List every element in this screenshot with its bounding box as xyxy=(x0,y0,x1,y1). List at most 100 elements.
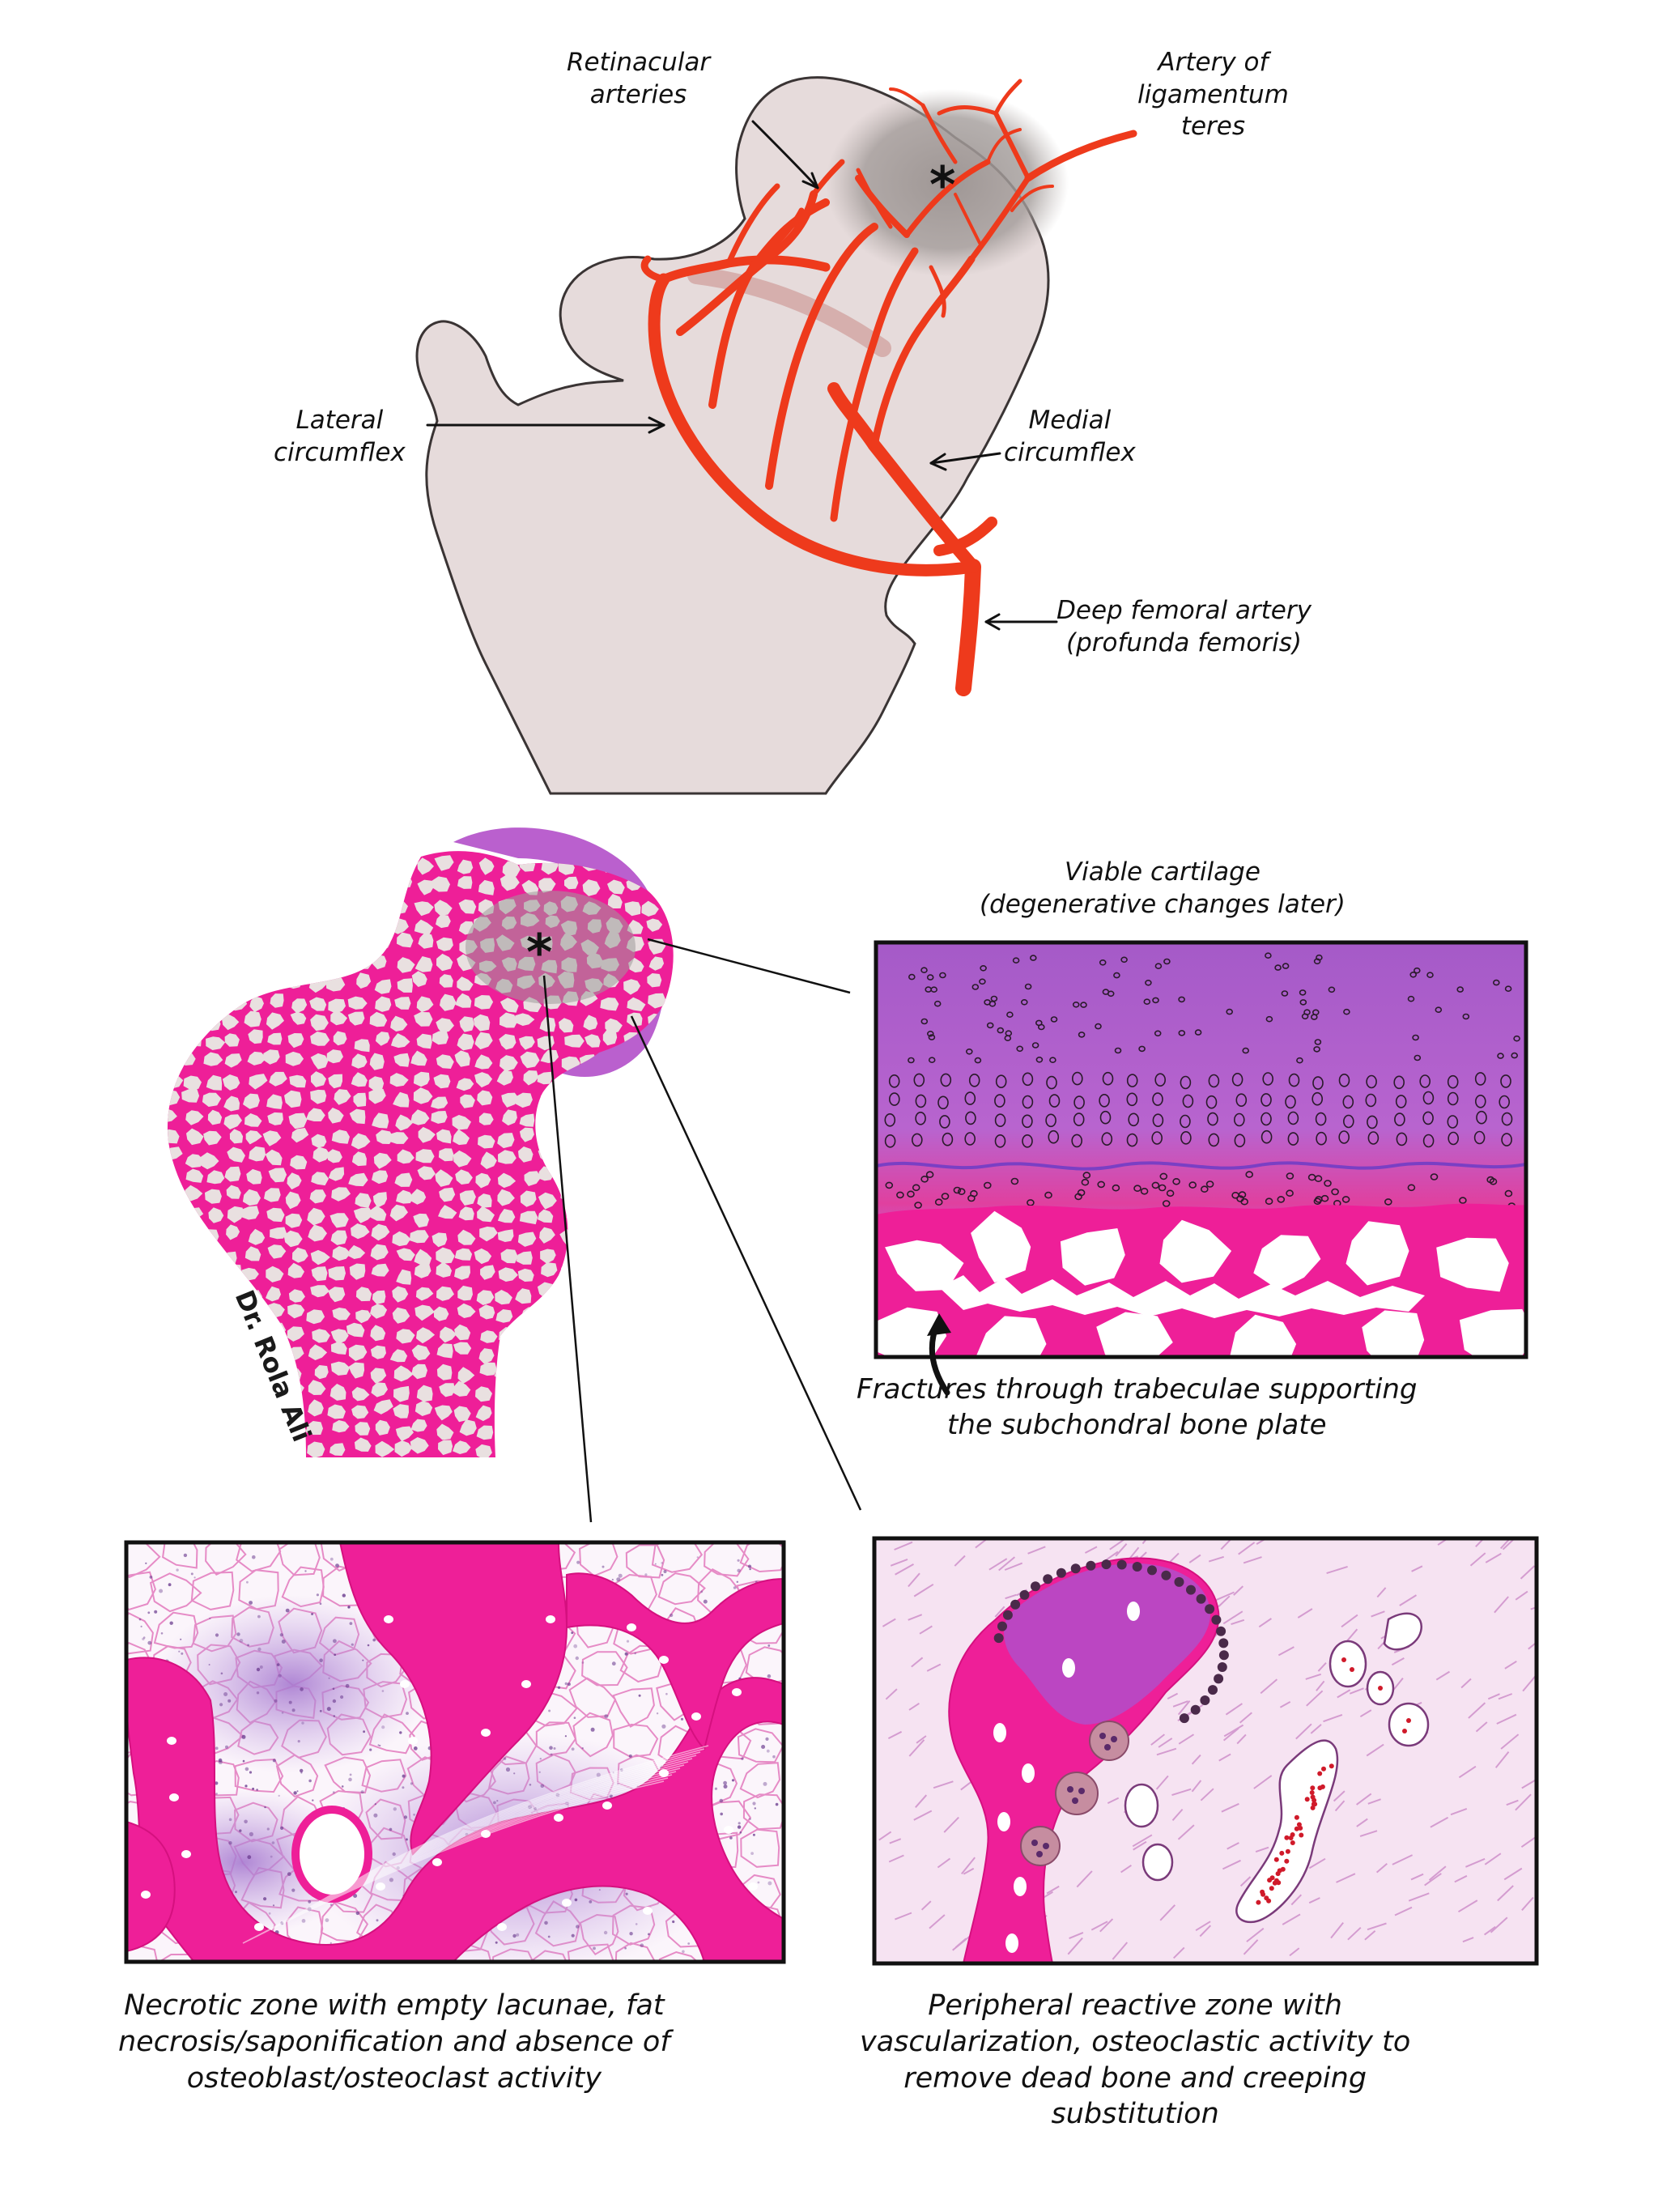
marrow-space xyxy=(561,1074,580,1091)
marrow-space xyxy=(289,1074,307,1088)
marrow-space xyxy=(167,901,180,918)
empty-lacuna xyxy=(254,1923,264,1931)
chondrocyte xyxy=(1338,1074,1350,1087)
fibroblast xyxy=(1177,1824,1195,1840)
granule xyxy=(553,1747,556,1750)
chondrocyte xyxy=(1158,1184,1167,1192)
marrow-space xyxy=(291,998,308,1014)
marrow-space xyxy=(397,932,414,948)
marrow-space xyxy=(309,938,325,955)
marrow-space xyxy=(479,1362,497,1376)
marrow-space xyxy=(397,978,413,993)
marrow-space xyxy=(353,1207,374,1223)
chondrocyte xyxy=(1154,963,1163,969)
granule xyxy=(228,1818,232,1822)
marrow-space xyxy=(521,1388,539,1403)
empty-lacuna xyxy=(748,1882,758,1891)
granule xyxy=(335,1563,339,1568)
marrow-space xyxy=(244,1010,261,1027)
fibroblast xyxy=(1200,1788,1214,1802)
retinacular-arteries-label: Retinacular arteries xyxy=(567,47,710,111)
marrow-space xyxy=(372,1112,389,1129)
red-blood-cell xyxy=(1378,1686,1383,1691)
marrow-space xyxy=(328,1266,346,1281)
marrow-space xyxy=(263,1049,280,1065)
marrow-space xyxy=(369,1011,388,1027)
reactive-caption-line-1: Peripheral reactive zone with xyxy=(928,1989,1342,2022)
marrow-space xyxy=(270,971,288,987)
granule xyxy=(749,1568,751,1571)
marrow-space xyxy=(397,1149,414,1164)
marrow-space xyxy=(624,1150,640,1164)
marrow-space xyxy=(328,1287,346,1303)
marrow-space xyxy=(540,1385,557,1402)
granule xyxy=(145,1562,147,1564)
granule xyxy=(682,1950,685,1954)
marrow-space xyxy=(586,1368,602,1382)
marrow-space xyxy=(202,1384,222,1400)
marrow-space xyxy=(224,1420,241,1435)
chondrocyte xyxy=(1261,1112,1272,1126)
chondrocyte xyxy=(1188,1181,1197,1189)
fibroblast xyxy=(1171,1808,1184,1821)
chondrocyte xyxy=(1462,1013,1470,1020)
chondrocyte xyxy=(1286,1189,1294,1197)
marrow-space xyxy=(497,1189,515,1206)
chondrocyte xyxy=(1159,1172,1168,1180)
chondrocyte xyxy=(1234,1134,1246,1147)
chondrocyte xyxy=(888,1074,900,1088)
chondrocytes xyxy=(884,952,1520,1210)
fibroblast xyxy=(913,1810,933,1821)
marrow-space xyxy=(645,1210,661,1223)
fibroblast xyxy=(1076,1870,1093,1888)
granule xyxy=(300,1768,304,1773)
marrow-space xyxy=(539,1420,558,1436)
marrow-space xyxy=(372,877,392,891)
fibroblast xyxy=(1226,1842,1239,1850)
marrow-space xyxy=(580,1250,596,1266)
chondrocyte xyxy=(913,1073,925,1087)
empty-lacuna xyxy=(169,1793,179,1802)
marrow-space xyxy=(453,1380,471,1397)
granule xyxy=(723,1784,728,1789)
fibroblast xyxy=(1330,1921,1344,1939)
granule xyxy=(374,1803,376,1806)
chondrocyte xyxy=(1152,1113,1164,1127)
marrow-space xyxy=(206,1170,225,1185)
chondrocyte xyxy=(1489,1178,1498,1185)
granule xyxy=(739,1831,742,1834)
marrow-space xyxy=(411,971,427,987)
granule xyxy=(319,1602,322,1606)
granule xyxy=(496,1800,499,1802)
chondrocyte xyxy=(885,1181,894,1189)
marrow-space xyxy=(353,1092,367,1108)
fibroblast xyxy=(1084,1546,1098,1554)
marrow-space xyxy=(496,1382,513,1397)
fibroblast xyxy=(1278,1646,1295,1657)
marrow-space xyxy=(330,1010,347,1026)
marrow-space xyxy=(605,1382,621,1397)
marrow-space xyxy=(520,1051,540,1069)
marrow-space xyxy=(582,1210,599,1223)
marrow-space xyxy=(626,1113,642,1129)
granule xyxy=(256,1691,260,1695)
fibroblast xyxy=(1067,1937,1083,1955)
marrow-space xyxy=(498,1402,515,1415)
chondrocyte xyxy=(912,1184,920,1192)
marrow-space xyxy=(331,1187,351,1202)
marrow-space xyxy=(331,1129,350,1144)
granule xyxy=(603,1930,608,1935)
fibroblast xyxy=(1115,1543,1128,1557)
marrow-space xyxy=(474,1248,492,1265)
marrow-space xyxy=(351,1151,367,1167)
fibroblast xyxy=(1454,1874,1468,1883)
marrow-space xyxy=(178,954,196,968)
chondrocyte xyxy=(1178,1030,1186,1036)
marrow-space xyxy=(583,1015,598,1031)
marrow-space xyxy=(368,1076,385,1091)
osteoblast xyxy=(1086,1560,1096,1571)
granule xyxy=(661,1724,666,1729)
fibroblast xyxy=(1208,1555,1224,1563)
marrow-space xyxy=(307,1441,325,1457)
granule xyxy=(550,1753,553,1756)
